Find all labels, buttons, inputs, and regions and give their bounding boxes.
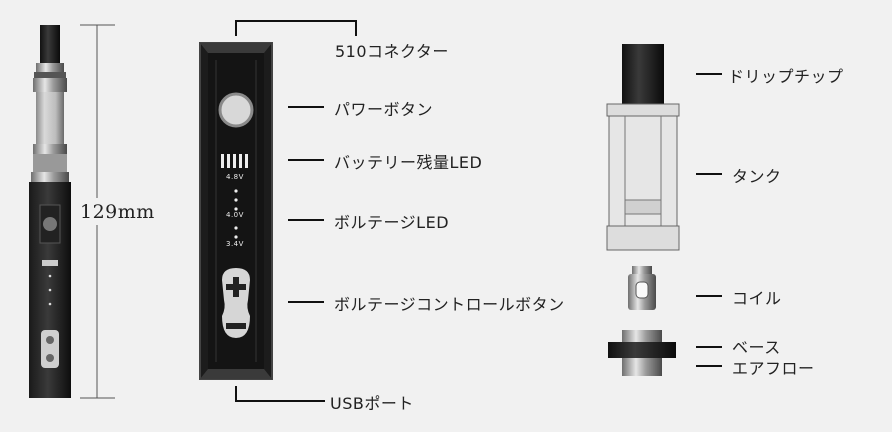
airflow-leader	[696, 365, 722, 367]
usb-bracket-left	[235, 386, 237, 402]
voltage-led-leader	[288, 219, 324, 221]
voltage-led-label: ボルテージLED	[334, 213, 450, 232]
connector-bracket-right	[355, 20, 357, 36]
coil-leader	[696, 295, 722, 297]
voltage-button-label: ボルテージコントロールボタン	[334, 295, 565, 314]
base-leader	[696, 346, 722, 348]
drip-tip-part	[622, 44, 664, 104]
base-part	[608, 330, 676, 358]
power-button-label: パワーボタン	[334, 100, 434, 119]
power-button-leader	[288, 106, 324, 108]
coil-part	[628, 266, 656, 310]
coil-label: コイル	[732, 289, 782, 308]
voltage-button-leader	[288, 301, 324, 303]
tank-leader	[696, 173, 722, 175]
voltage-value-high: 4.8V	[226, 173, 244, 181]
drip-tip-leader	[696, 73, 722, 75]
connector-label: 510コネクター	[335, 42, 449, 61]
usb-port-label: USBポート	[330, 394, 414, 413]
voltage-value-low: 3.4V	[226, 240, 244, 248]
airflow-part	[622, 358, 662, 376]
connector-bracket-top	[235, 20, 357, 22]
base-label: ベース	[732, 338, 781, 357]
airflow-label: エアフロー	[732, 359, 815, 378]
height-label: 129mm	[80, 201, 155, 223]
connector-bracket-left	[235, 20, 237, 36]
tank-label: タンク	[732, 167, 782, 186]
battery-led-leader	[288, 159, 324, 161]
height-dimension	[80, 24, 115, 399]
tank-part	[606, 103, 680, 251]
voltage-value-mid: 4.0V	[226, 211, 244, 219]
battery-led-label: バッテリー残量LED	[334, 153, 483, 172]
battery-mod-detail	[199, 42, 273, 380]
usb-bracket-bottom	[235, 400, 325, 402]
drip-tip-label: ドリップチップ	[728, 67, 844, 86]
full-device	[29, 25, 71, 398]
